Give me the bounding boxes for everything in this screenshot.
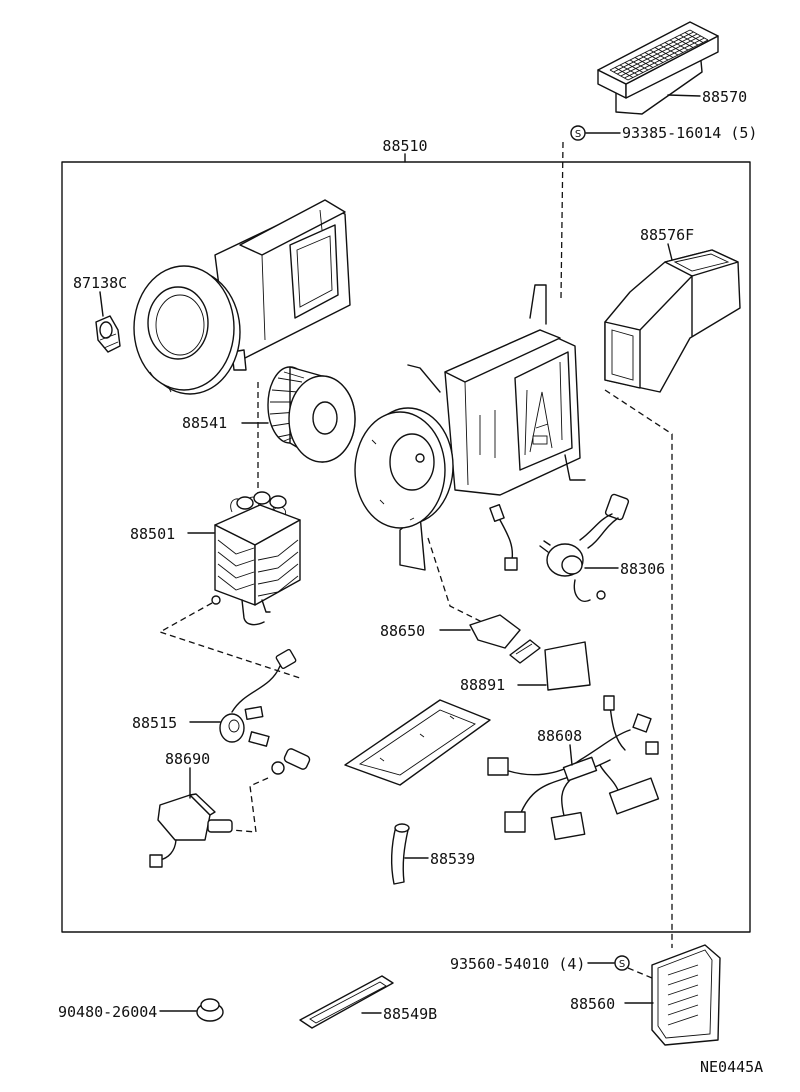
label-88515: 88515: [132, 714, 177, 732]
part-small-clip: [509, 639, 541, 664]
screw-bottom: 93560-54010 (4) S: [450, 955, 630, 973]
label-88570: 88570: [702, 88, 747, 106]
part-88608: 88608: [487, 695, 660, 841]
label-88306: 88306: [620, 560, 665, 578]
assembly-frame: 88510: [61, 137, 751, 933]
label-88501: 88501: [130, 525, 175, 543]
part-90480-26004: 90480-26004: [58, 998, 224, 1022]
part-88570: 88570: [597, 21, 747, 115]
part-87138c: 87138C: [73, 274, 127, 353]
screw-symbol-bottom: S: [619, 959, 625, 970]
label-90480-26004: 90480-26004: [58, 1003, 157, 1021]
part-88515: 88515: [132, 648, 297, 747]
part-88560: 88560: [570, 944, 721, 1046]
label-88541: 88541: [182, 414, 227, 432]
part-88690: 88690: [149, 750, 233, 868]
drawing-code: NE0445A: [700, 1058, 763, 1076]
part-small-wire: [489, 504, 518, 571]
part-blower-housing: [133, 199, 351, 395]
part-88539: 88539: [390, 823, 475, 885]
screw-top: S 93385-16014 (5): [570, 124, 757, 142]
part-88306: 88306: [539, 493, 665, 602]
label-88510: 88510: [382, 137, 427, 155]
label-93385-16014: 93385-16014 (5): [622, 124, 757, 142]
dashed-reference-lines: [158, 141, 673, 979]
part-88541: 88541: [182, 366, 356, 463]
label-88608: 88608: [537, 727, 582, 745]
part-88549b: 88549B: [299, 975, 437, 1029]
part-main-case: [354, 284, 586, 571]
screw-symbol-top: S: [575, 129, 581, 140]
label-88576f: 88576F: [640, 226, 694, 244]
label-88891: 88891: [460, 676, 505, 694]
part-drain-tray: [344, 699, 491, 786]
part-88891: 88891: [460, 641, 591, 694]
label-87138c: 87138C: [73, 274, 127, 292]
label-93560-54010: 93560-54010 (4): [450, 955, 585, 973]
label-88539: 88539: [430, 850, 475, 868]
part-88501: 88501: [130, 491, 301, 626]
part-88650: 88650: [380, 614, 521, 649]
part-fitting: [271, 748, 311, 775]
label-88650: 88650: [380, 622, 425, 640]
part-88576f: 88576F: [604, 226, 741, 393]
label-88560: 88560: [570, 995, 615, 1013]
label-88549b: 88549B: [383, 1005, 437, 1023]
label-88690: 88690: [165, 750, 210, 768]
